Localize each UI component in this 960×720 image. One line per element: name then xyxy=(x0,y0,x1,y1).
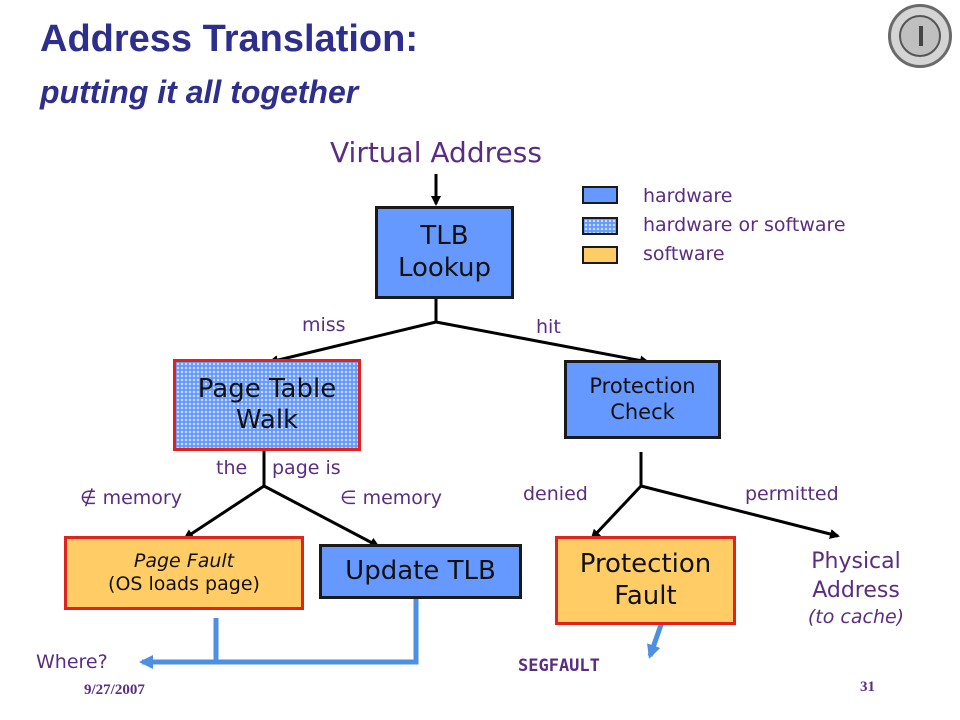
university-seal-logo xyxy=(888,4,952,68)
physical-address-node: Physical Address (to cache) xyxy=(776,548,936,630)
physical-address-line2: Address xyxy=(812,577,900,603)
legend-label-hardware: hardware xyxy=(643,185,733,207)
protection-fault-line2: Fault xyxy=(614,580,677,611)
protection-fault-node: Protection Fault xyxy=(555,536,736,625)
legend-label-hardware-or-software: hardware or software xyxy=(643,214,846,236)
edge-label-page-is: page is xyxy=(272,457,341,479)
legend-swatch-hardware xyxy=(582,186,618,204)
physical-address-line1: Physical xyxy=(811,549,901,574)
where-label: Where? xyxy=(36,651,108,673)
arrow-miss xyxy=(268,320,437,365)
arrow-permitted xyxy=(640,484,840,539)
tlb-lookup-node: TLB Lookup xyxy=(375,206,514,299)
page-fault-line1: Page Fault xyxy=(133,550,235,573)
update-tlb-line1: Update TLB xyxy=(345,555,496,586)
edge-label-not-in-memory: ∉ memory xyxy=(80,487,182,509)
arrow-hit xyxy=(435,320,650,366)
page-number: 31 xyxy=(860,679,875,695)
arrow-to-segfault xyxy=(647,621,665,659)
physical-address-line3: (to cache) xyxy=(807,606,905,629)
protection-check-line2: Check xyxy=(610,399,675,424)
page-table-walk-line1: Page Table xyxy=(197,373,337,404)
segfault-label: SEGFAULT xyxy=(518,656,600,676)
page-table-walk-line2: Walk xyxy=(235,405,299,435)
edge-label-the: the xyxy=(216,457,248,479)
legend-swatch-software xyxy=(582,246,618,264)
update-tlb-node: Update TLB xyxy=(319,544,522,599)
arrow-in-memory xyxy=(263,484,380,548)
slide-title: Address Translation: xyxy=(40,18,418,60)
protection-check-line1: Protection xyxy=(589,374,696,399)
virtual-address-label: Virtual Address xyxy=(330,136,542,169)
arrow-denied xyxy=(590,484,643,540)
edge-label-permitted: permitted xyxy=(745,483,839,505)
tlb-lookup-line1: TLB xyxy=(420,221,469,252)
slide-subtitle: putting it all together xyxy=(40,74,359,110)
legend-swatch-hardware-or-software xyxy=(582,217,618,235)
edge-label-in-memory: ∈ memory xyxy=(340,487,442,509)
protection-fault-line1: Protection xyxy=(579,549,712,580)
legend-label-software: software xyxy=(643,243,725,265)
protection-check-node: Protection Check xyxy=(564,360,721,439)
page-table-walk-node: Page Table Walk xyxy=(173,359,361,451)
page-fault-line2: (OS loads page) xyxy=(108,573,260,595)
edge-label-denied: denied xyxy=(523,483,588,505)
footer-date: 9/27/2007 xyxy=(84,682,145,698)
page-fault-node: Page Fault (OS loads page) xyxy=(64,536,304,610)
arrow-not-in-memory xyxy=(183,484,265,540)
edge-label-hit: hit xyxy=(536,316,561,338)
edge-label-miss: miss xyxy=(302,314,346,336)
tlb-lookup-line2: Lookup xyxy=(397,252,492,283)
